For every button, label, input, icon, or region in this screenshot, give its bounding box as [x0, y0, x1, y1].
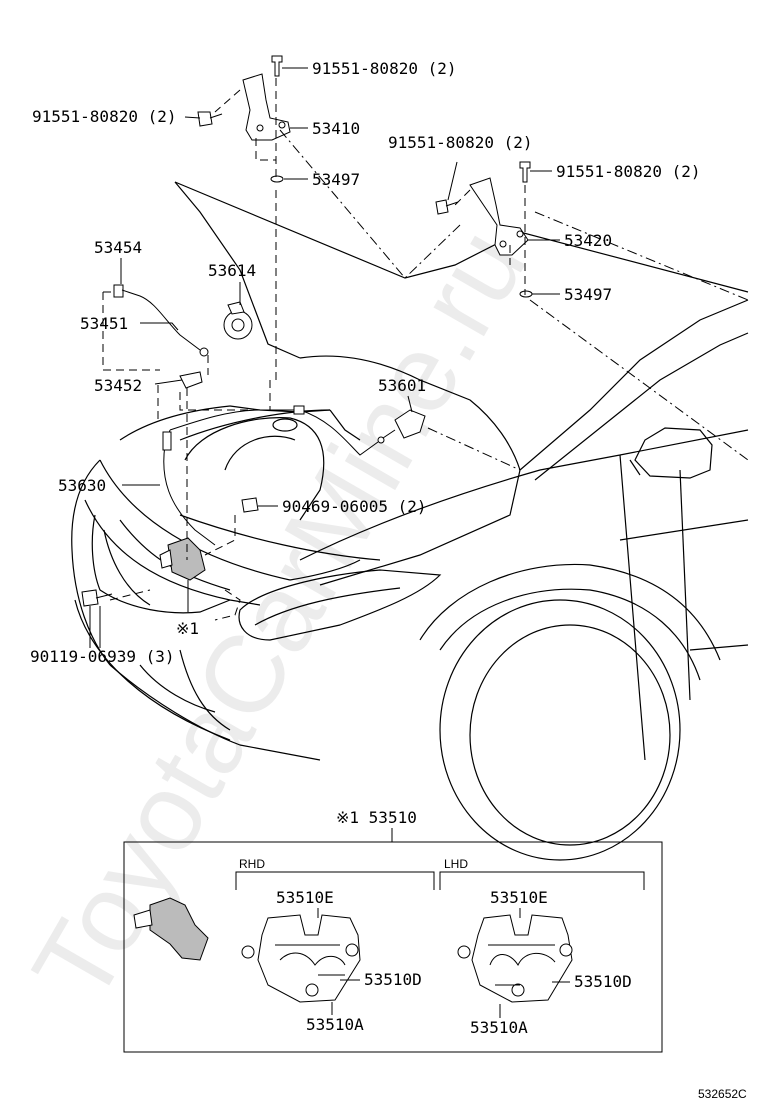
inset-rhd-label: RHD: [239, 857, 265, 871]
bolt-90119: [81, 589, 113, 607]
hood-hinge-right: [469, 177, 529, 256]
inset-frame: [123, 841, 663, 1053]
rhd-label-e: 53510E: [276, 888, 334, 907]
washer-right: [519, 290, 533, 298]
lhd-label-d: 53510D: [574, 972, 632, 991]
callout-labels: 91551-80820 (2) 91551-80820 (2) 53410 53…: [30, 59, 701, 666]
hood-hinge-left: [242, 73, 291, 141]
bolt-left: [197, 111, 223, 127]
label-bolt-90119: 90119-06939 (3): [30, 647, 175, 666]
bolt-top: [271, 55, 283, 77]
label-hinge-right: 53420: [564, 231, 612, 250]
label-note-mark: ※1: [176, 619, 199, 638]
figure-reference: 532652C: [698, 1087, 747, 1101]
inset-lock-thumbnail: [133, 897, 209, 961]
hood-cushion: [223, 301, 253, 340]
hood-release-lever: [377, 409, 426, 444]
label-53452: 53452: [94, 376, 142, 395]
rod-holder: [179, 371, 203, 389]
label-bolt-mid: 91551-80820 (2): [388, 133, 533, 152]
hood-lock-inset: ※1 53510 RHD LHD 53510E 53510D 53510A: [123, 808, 663, 1053]
rhd-lock-plate: [241, 914, 361, 1003]
leader-lines: [89, 67, 749, 648]
label-washer-left: 53497: [312, 170, 360, 189]
label-53451: 53451: [80, 314, 128, 333]
lhd-label-e: 53510E: [490, 888, 548, 907]
rhd-label-d: 53510D: [364, 970, 422, 989]
rhd-label-a: 53510A: [306, 1015, 364, 1034]
label-53614: 53614: [208, 261, 256, 280]
label-53454: 53454: [94, 238, 142, 257]
washer-left: [270, 175, 284, 183]
label-washer-right: 53497: [564, 285, 612, 304]
label-screw-90469: 90469-06005 (2): [282, 497, 427, 516]
hood-support-rod: [113, 284, 209, 357]
clip-90469: [241, 497, 259, 513]
inset-title: ※1 53510: [336, 808, 417, 827]
label-53630: 53630: [58, 476, 106, 495]
lhd-label-a: 53510A: [470, 1018, 528, 1037]
hood-lock-assembly: [159, 537, 206, 581]
label-bolt-right: 91551-80820 (2): [556, 162, 701, 181]
bolt-mid: [435, 199, 459, 215]
label-bolt-top: 91551-80820 (2): [312, 59, 457, 78]
label-hinge-left: 53410: [312, 119, 360, 138]
label-53601: 53601: [378, 376, 426, 395]
lhd-lock-plate: [457, 914, 573, 1003]
label-bolt-left: 91551-80820 (2): [32, 107, 177, 126]
inset-lhd-label: LHD: [444, 857, 468, 871]
car-body-outline: [71, 181, 749, 861]
bolt-right: [519, 161, 531, 183]
